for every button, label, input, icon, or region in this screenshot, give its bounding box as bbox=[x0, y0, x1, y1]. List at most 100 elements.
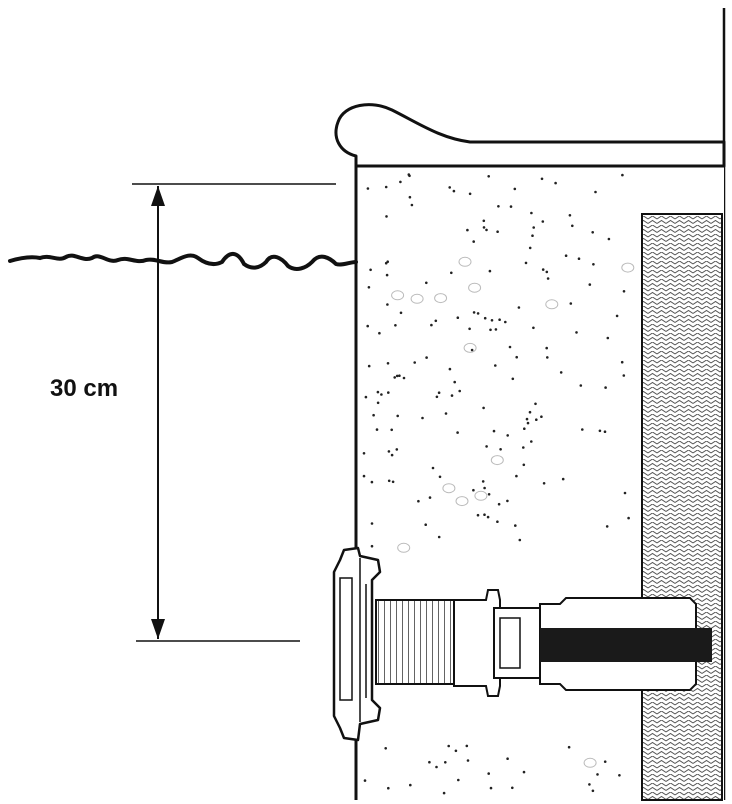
stipple-dot bbox=[528, 410, 532, 414]
stipple-dot bbox=[384, 747, 388, 750]
stipple-dot bbox=[384, 185, 388, 189]
stipple-dot bbox=[622, 374, 626, 377]
stipple-dot bbox=[618, 774, 621, 777]
stipple-dot bbox=[598, 429, 602, 433]
stipple-dot bbox=[387, 450, 391, 453]
aggregate-pebble bbox=[434, 293, 448, 304]
stipple-dot bbox=[607, 237, 611, 241]
dimension-arrow-top bbox=[151, 186, 165, 206]
stipple-dot bbox=[504, 320, 507, 324]
stipple-dot bbox=[561, 477, 565, 481]
stipple-dot bbox=[385, 273, 389, 277]
stipple-dot bbox=[621, 173, 624, 177]
stipple-dot bbox=[456, 316, 460, 320]
aggregate-pebble bbox=[490, 455, 504, 466]
aggregate-pebble bbox=[410, 293, 424, 304]
stipple-dot bbox=[390, 453, 394, 457]
stipple-dot bbox=[506, 434, 510, 437]
stipple-dot bbox=[450, 271, 453, 275]
stipple-dot bbox=[366, 187, 370, 190]
stipple-dot bbox=[431, 466, 435, 470]
stipple-dot bbox=[375, 428, 379, 431]
stipple-dot bbox=[390, 428, 394, 432]
stipple-dot bbox=[399, 311, 403, 315]
wall-fitting bbox=[332, 546, 712, 742]
stipple-dot bbox=[591, 789, 595, 793]
stipple-dot bbox=[531, 234, 534, 237]
stipple-dot bbox=[535, 418, 538, 422]
stipple-dot bbox=[367, 364, 371, 368]
stipple-dot bbox=[435, 395, 439, 399]
stipple-dot bbox=[554, 181, 557, 185]
stipple-dot bbox=[442, 791, 446, 795]
dimension-arrow-bottom bbox=[151, 619, 165, 639]
stipple-dot bbox=[497, 502, 501, 506]
stipple-dot bbox=[564, 254, 568, 257]
stipple-dot bbox=[453, 380, 457, 384]
stipple-dot bbox=[437, 535, 441, 539]
stipple-dot bbox=[376, 401, 380, 405]
stipple-dot bbox=[517, 306, 521, 309]
dimension-label: 30 cm bbox=[50, 375, 118, 402]
stipple-dot bbox=[408, 195, 412, 199]
stipple-dot bbox=[437, 391, 441, 395]
stipple-dot bbox=[428, 760, 431, 764]
stipple-dot bbox=[492, 429, 496, 433]
stipple-dot bbox=[456, 431, 459, 434]
stipple-dot bbox=[468, 327, 471, 331]
fitting-threaded-body bbox=[375, 599, 455, 685]
stipple-dot bbox=[496, 520, 499, 523]
stipple-dot bbox=[522, 770, 526, 774]
stipple-dot bbox=[575, 331, 578, 334]
stipple-dot bbox=[398, 374, 401, 378]
stipple-dot bbox=[494, 328, 498, 331]
stipple-dot bbox=[522, 446, 525, 449]
aggregate-pebble bbox=[463, 342, 477, 353]
stipple-dot bbox=[444, 761, 447, 764]
stipple-dot bbox=[489, 328, 492, 332]
stipple-dot bbox=[622, 290, 626, 293]
stipple-dot bbox=[588, 783, 591, 786]
stipple-dot bbox=[499, 448, 502, 451]
stipple-dot bbox=[569, 302, 573, 305]
aggregate-pebble bbox=[474, 490, 488, 501]
stipple-dot bbox=[428, 496, 432, 499]
stipple-dot bbox=[370, 480, 374, 484]
stipple-dot bbox=[540, 177, 544, 181]
stipple-dot bbox=[458, 389, 462, 393]
stipple-dot bbox=[472, 240, 476, 243]
stipple-dot bbox=[457, 778, 460, 782]
stipple-dot bbox=[591, 231, 594, 234]
stipple-dot bbox=[486, 515, 490, 519]
stipple-dot bbox=[435, 765, 438, 769]
stipple-dot bbox=[540, 415, 543, 419]
stipple-dot bbox=[515, 474, 518, 478]
stipple-dot bbox=[490, 319, 494, 322]
stipple-dot bbox=[399, 180, 402, 184]
stipple-dot bbox=[485, 228, 488, 232]
stipple-dot bbox=[488, 269, 492, 273]
stipple-dot bbox=[487, 175, 491, 178]
stipple-dot bbox=[620, 360, 624, 364]
stipple-dot bbox=[571, 224, 574, 228]
stipple-dot bbox=[362, 452, 366, 455]
stipple-dot bbox=[417, 499, 420, 503]
aggregate-pebble bbox=[397, 542, 411, 553]
stipple-dot bbox=[496, 230, 499, 233]
stipple-dot bbox=[518, 538, 522, 542]
stipple-dot bbox=[559, 371, 563, 374]
aggregate-pebble bbox=[391, 290, 405, 301]
stipple-dot bbox=[448, 367, 452, 371]
stipple-dot bbox=[530, 211, 533, 215]
stipple-dot bbox=[438, 475, 442, 479]
stipple-dot bbox=[523, 427, 526, 431]
stipple-dot bbox=[568, 214, 572, 217]
stipple-dot bbox=[534, 402, 537, 406]
stipple-dot bbox=[391, 480, 395, 484]
coping-edge bbox=[334, 103, 726, 168]
stipple-dot bbox=[483, 486, 486, 490]
stipple-dot bbox=[487, 493, 491, 496]
concrete-stipple bbox=[362, 173, 635, 795]
stipple-dot bbox=[485, 445, 488, 448]
